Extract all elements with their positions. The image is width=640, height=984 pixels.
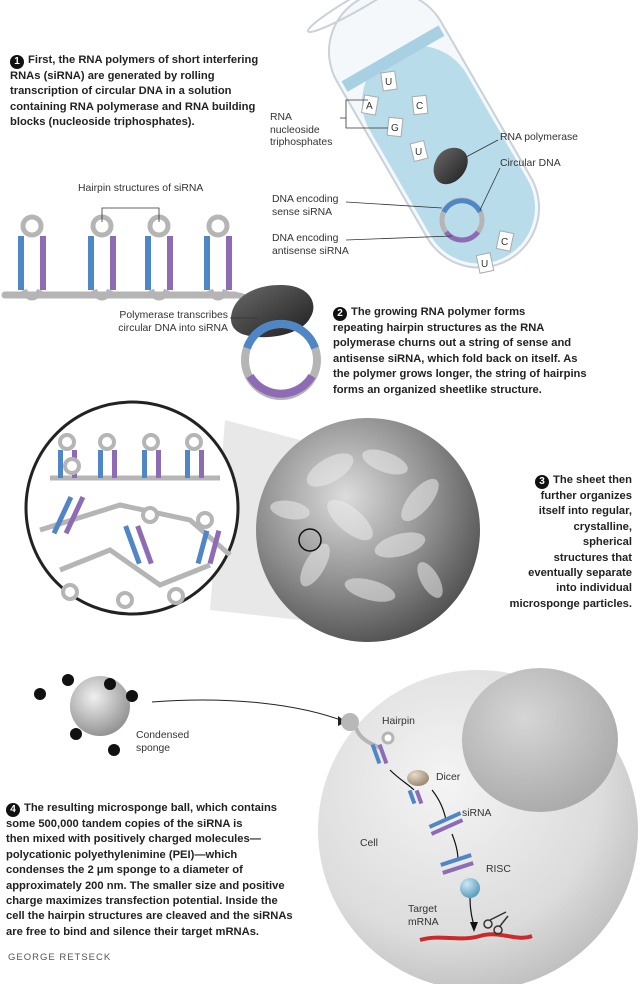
step-number-badge: 4 — [6, 803, 20, 817]
circular-dna-in-tube — [439, 197, 485, 243]
label-line: RNA — [270, 112, 292, 123]
label-line: nucleoside — [270, 124, 320, 136]
tube-leader-lines — [340, 99, 501, 241]
magnified-sheet — [24, 400, 240, 616]
nucleotide-tiles: U A C G U C U — [360, 70, 515, 274]
label-dicer: Dicer — [436, 772, 461, 783]
circular-dna-ring — [241, 319, 321, 400]
rnai-pathway — [341, 713, 533, 942]
label-dna-sense: DNA encoding sense siRNA — [272, 194, 338, 219]
step-number-badge: 3 — [535, 475, 550, 489]
text-line: The sheet then — [553, 474, 632, 486]
label-risc: RISC — [486, 864, 511, 875]
label-line: DNA encoding — [272, 194, 339, 205]
label-condensed-sponge: Condensed sponge — [136, 730, 189, 755]
text-line: spherical — [582, 536, 632, 549]
hairpin-strand — [1, 214, 265, 314]
hairpin-bracket — [101, 207, 160, 222]
text-line: RNAs (siRNA) are generated by rolling — [10, 70, 215, 82]
scissors-icon — [483, 911, 509, 935]
text-line: blocks (nucleoside triphosphates). — [10, 116, 195, 129]
sirna-duplex-purple — [430, 818, 464, 836]
text-line: structures that — [553, 551, 632, 564]
label-line: Polymerase transcribes — [119, 310, 228, 321]
hairpin-3 — [145, 214, 173, 290]
risc-complex — [460, 878, 480, 898]
label-line: sponge — [136, 742, 171, 754]
condensed-sponge-group — [34, 674, 138, 756]
label-rna-polymerase: RNA polymerase — [500, 132, 578, 143]
text-line: The growing RNA polymer forms — [351, 306, 526, 318]
credit: GEORGE RETSECK — [8, 952, 112, 963]
text-line: then mixed with positively charged molec… — [6, 833, 261, 846]
target-mrna-strand — [419, 932, 533, 942]
text-line: transcription of circular DNA in a solut… — [10, 85, 232, 98]
sirna-duplex-blue — [428, 811, 462, 829]
step-number-badge: 2 — [333, 307, 347, 321]
label-hairpin: Hairpin — [382, 716, 415, 727]
text-line: into individual — [556, 582, 632, 595]
tile-letter: U — [415, 147, 422, 158]
text-line: some 500,000 tandem copies of the siRNA … — [6, 818, 243, 830]
tile-letter: A — [366, 101, 373, 112]
tile-letter: U — [385, 77, 392, 88]
step-number-badge: 1 — [10, 55, 24, 69]
label-rna-nucleoside: RNA nucleoside triphosphates — [270, 112, 332, 150]
text-line: the polymer grows longer, the string of … — [333, 368, 587, 381]
label-line: mRNA — [408, 916, 439, 928]
hairpin-2 — [88, 214, 116, 290]
label-sirna: siRNA — [462, 808, 492, 819]
tile-letter: G — [391, 123, 399, 134]
text-line: further organizes — [540, 490, 632, 502]
label-line: Target — [408, 904, 437, 915]
label-hairpin-structures: Hairpin structures of siRNA — [78, 183, 204, 194]
label-circular-dna: Circular DNA — [500, 158, 561, 169]
text-line: condenses the 2 μm sponge to a diameter … — [6, 864, 243, 877]
label-target-mrna: Target mRNA — [408, 904, 439, 929]
tile-letter: C — [501, 237, 508, 248]
microsponge — [256, 418, 480, 642]
label-line: circular DNA into siRNA — [118, 322, 228, 334]
text-line: forms an organized sheetlike structure. — [333, 383, 542, 396]
delivery-arrow — [151, 699, 347, 723]
text-line: The resulting microsponge ball, which co… — [24, 802, 277, 814]
text-line: eventually separate — [528, 567, 632, 580]
text-line: crystalline, — [573, 520, 632, 533]
text-line: polymerase churns out a string of sense … — [333, 337, 572, 350]
label-dna-antisense: DNA encoding antisense siRNA — [272, 233, 349, 258]
hairpin-4 — [204, 214, 232, 290]
step-4-text: 4 The resulting microsponge ball, which c… — [6, 801, 326, 940]
text-line: are free to bind and silence their targe… — [6, 925, 260, 938]
cell — [318, 668, 638, 984]
text-line: First, the RNA polymers of short interfe… — [28, 54, 259, 66]
label-line: triphosphates — [270, 137, 333, 148]
label-line: DNA encoding — [272, 233, 339, 244]
nucleus — [462, 668, 618, 812]
hairpin-1 — [18, 214, 46, 290]
text-line: cell the hairpin structures are cleaved … — [6, 910, 293, 923]
small-sponge-entering — [341, 713, 359, 731]
label-polymerase-transcribes: Polymerase transcribes circular DNA into… — [60, 310, 228, 335]
text-line: repeating hairpin structures as the RNA — [333, 322, 545, 334]
tile-letter: C — [416, 101, 423, 112]
text-line: microsponge particles. — [509, 597, 632, 610]
step-2-text: 2 The growing RNA polymer forms repeating… — [333, 305, 633, 398]
tile-letter: U — [481, 259, 488, 270]
dicer-enzyme — [407, 770, 429, 786]
label-line: antisense siRNA — [272, 245, 349, 257]
text-line: itself into regular, — [538, 505, 632, 518]
text-line: polycationic polyethylenimine (PEI)—whic… — [6, 848, 238, 861]
text-line: approximately 200 nm. The smaller size a… — [6, 879, 285, 892]
step-1-text: 1 First, the RNA polymers of short interf… — [10, 53, 300, 131]
rna-polymerase-blob — [433, 147, 468, 185]
label-line: sense siRNA — [272, 206, 333, 218]
text-line: antisense siRNA, which fold back on itse… — [333, 352, 578, 365]
text-line: charge maximizes transfection potential.… — [6, 895, 278, 908]
label-line: Condensed — [136, 730, 190, 741]
label-cell: Cell — [360, 838, 378, 849]
text-line: containing RNA polymerase and RNA buildi… — [10, 100, 256, 113]
